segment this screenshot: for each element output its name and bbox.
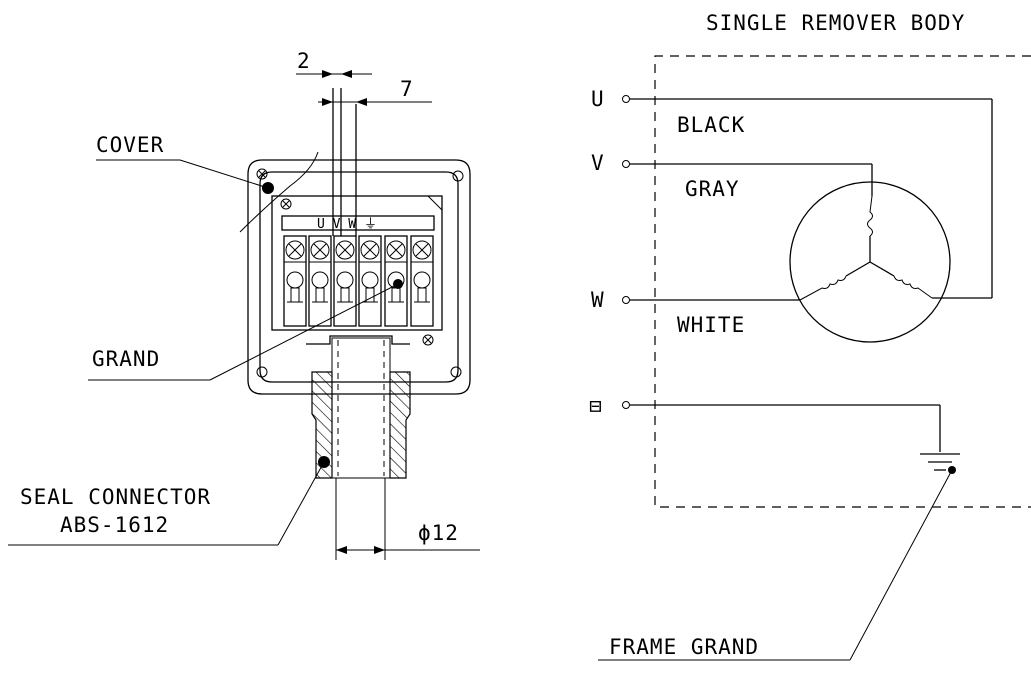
wire-white-label: WHITE [677, 313, 745, 337]
dim-7-label: 7 [400, 77, 414, 101]
grand-label: GRAND [92, 347, 160, 371]
wire-black-label: BLACK [677, 113, 745, 137]
terminal-v: V [591, 151, 605, 175]
motor-circle [789, 181, 951, 343]
frame-ground-label: FRAME GRAND [609, 635, 759, 659]
seal-connector-model: ABS-1612 [60, 513, 169, 537]
motor-wiring-schematic: SINGLE REMOVER BODY U BLACK V GRAY W WHI… [589, 11, 1031, 661]
wire-gray-label: GRAY [685, 177, 740, 201]
terminal-u: U [591, 87, 605, 111]
terminal-strip-label: U V W ⏚ [317, 217, 377, 232]
dim-2-label: 2 [297, 49, 311, 73]
dim-phi-label: ϕ12 [418, 521, 459, 545]
seal-connector-label: SEAL CONNECTOR [20, 485, 211, 509]
terminal-earth: ⊟ [589, 394, 603, 418]
single-remover-body-title: SINGLE REMOVER BODY [706, 11, 965, 35]
terminal-w: W [591, 288, 605, 312]
junction-box-drawing: U V W ⏚ 2 7 [8, 49, 480, 560]
cover-label: COVER [96, 133, 164, 157]
